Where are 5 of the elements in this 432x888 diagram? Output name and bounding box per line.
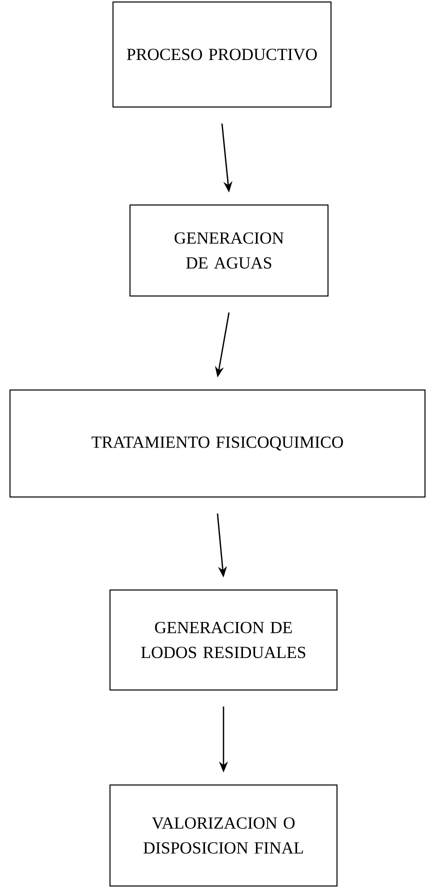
process-box: PROCESO PRODUCTIVO: [112, 2, 332, 108]
process-box: GENERACION DE AGUAS: [130, 204, 328, 296]
process-box: GENERACION DE LODOS RESIDUALES: [110, 590, 338, 690]
process-box: VALORIZACION O DISPOSICION FINAL: [110, 784, 338, 886]
process-box: TRATAMIENTO FISICOQUIMICO: [10, 390, 426, 498]
